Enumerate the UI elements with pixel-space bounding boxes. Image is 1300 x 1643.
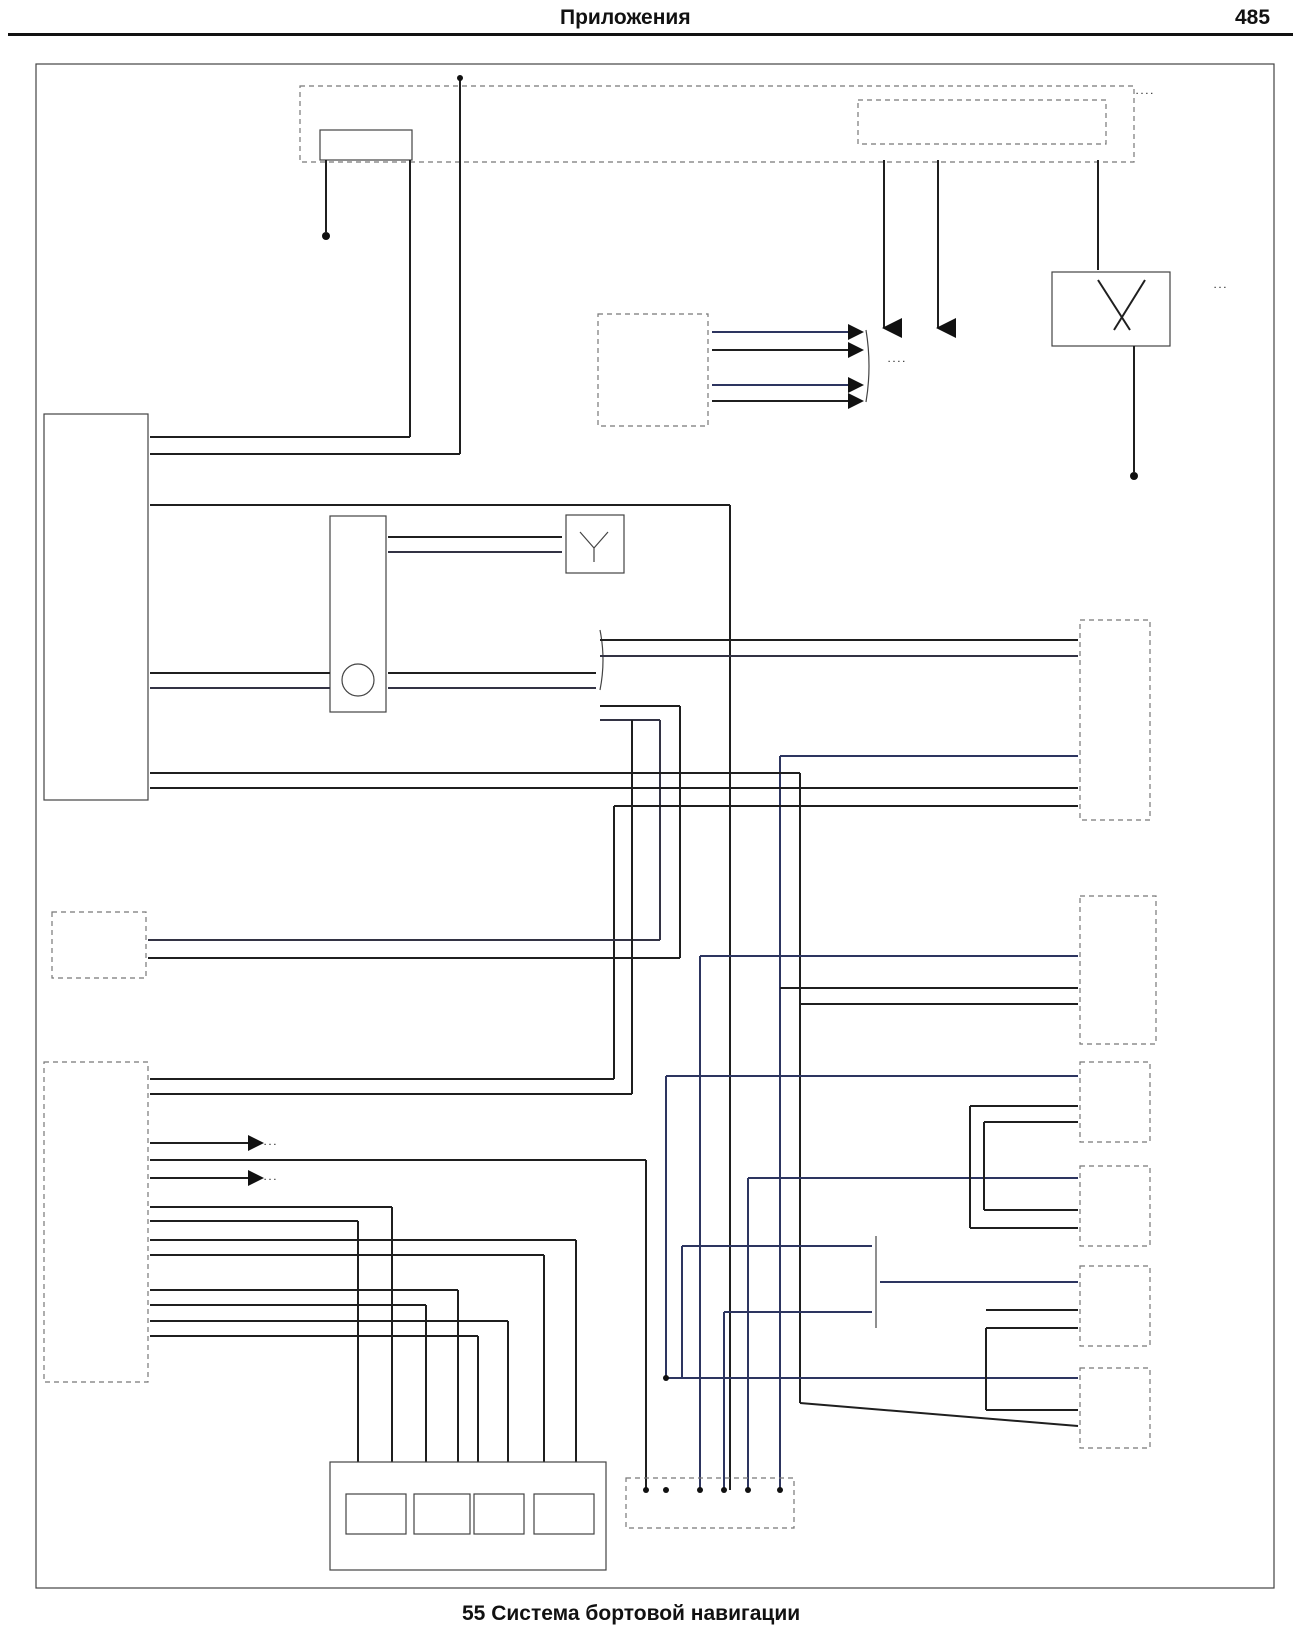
- figure-caption: 55 Система бортовой навигации: [462, 1602, 801, 1625]
- steering-column-module: [597, 313, 709, 427]
- junction-box-top: [299, 85, 1135, 163]
- svg-text:· · ·: · · ·: [264, 1175, 276, 1184]
- fuse-link: [319, 129, 413, 161]
- telematics-block: [1079, 619, 1151, 821]
- header-rule: [8, 33, 1293, 36]
- audio-bus-block: [43, 1061, 149, 1383]
- emergency-call-block: [51, 911, 147, 979]
- rsc-block: [1079, 1367, 1151, 1449]
- left-door-module: [1051, 271, 1171, 347]
- svg-text:· · · ·: · · · ·: [888, 357, 905, 366]
- page-number: 485: [1235, 6, 1271, 29]
- can-connector-box: [857, 99, 1107, 145]
- svg-text:· · ·: · · ·: [1214, 283, 1226, 292]
- gps-splitter-block: [329, 515, 387, 713]
- dash-connector-block: [625, 1477, 795, 1529]
- cd-changer-block: [1079, 1165, 1151, 1247]
- svg-text:· · ·: · · ·: [264, 1140, 276, 1149]
- svg-text:· · · ·: · · · ·: [1136, 89, 1153, 98]
- voice-control-block: [1079, 1061, 1151, 1143]
- page-header-title: Приложения: [560, 6, 691, 29]
- ground-icon-2: [1130, 472, 1138, 480]
- splitter-icon: [341, 663, 375, 697]
- ground-icon: [322, 232, 330, 240]
- navigation-processor-block: [43, 413, 149, 801]
- gps-antenna-icon: [579, 531, 609, 562]
- gps-antenna-block: [565, 514, 625, 574]
- diagram-frame: [35, 63, 1275, 1589]
- rear-control-block: [1079, 1265, 1151, 1347]
- radio-panel-block: [1079, 895, 1157, 1045]
- amplifier-block: [329, 1461, 607, 1571]
